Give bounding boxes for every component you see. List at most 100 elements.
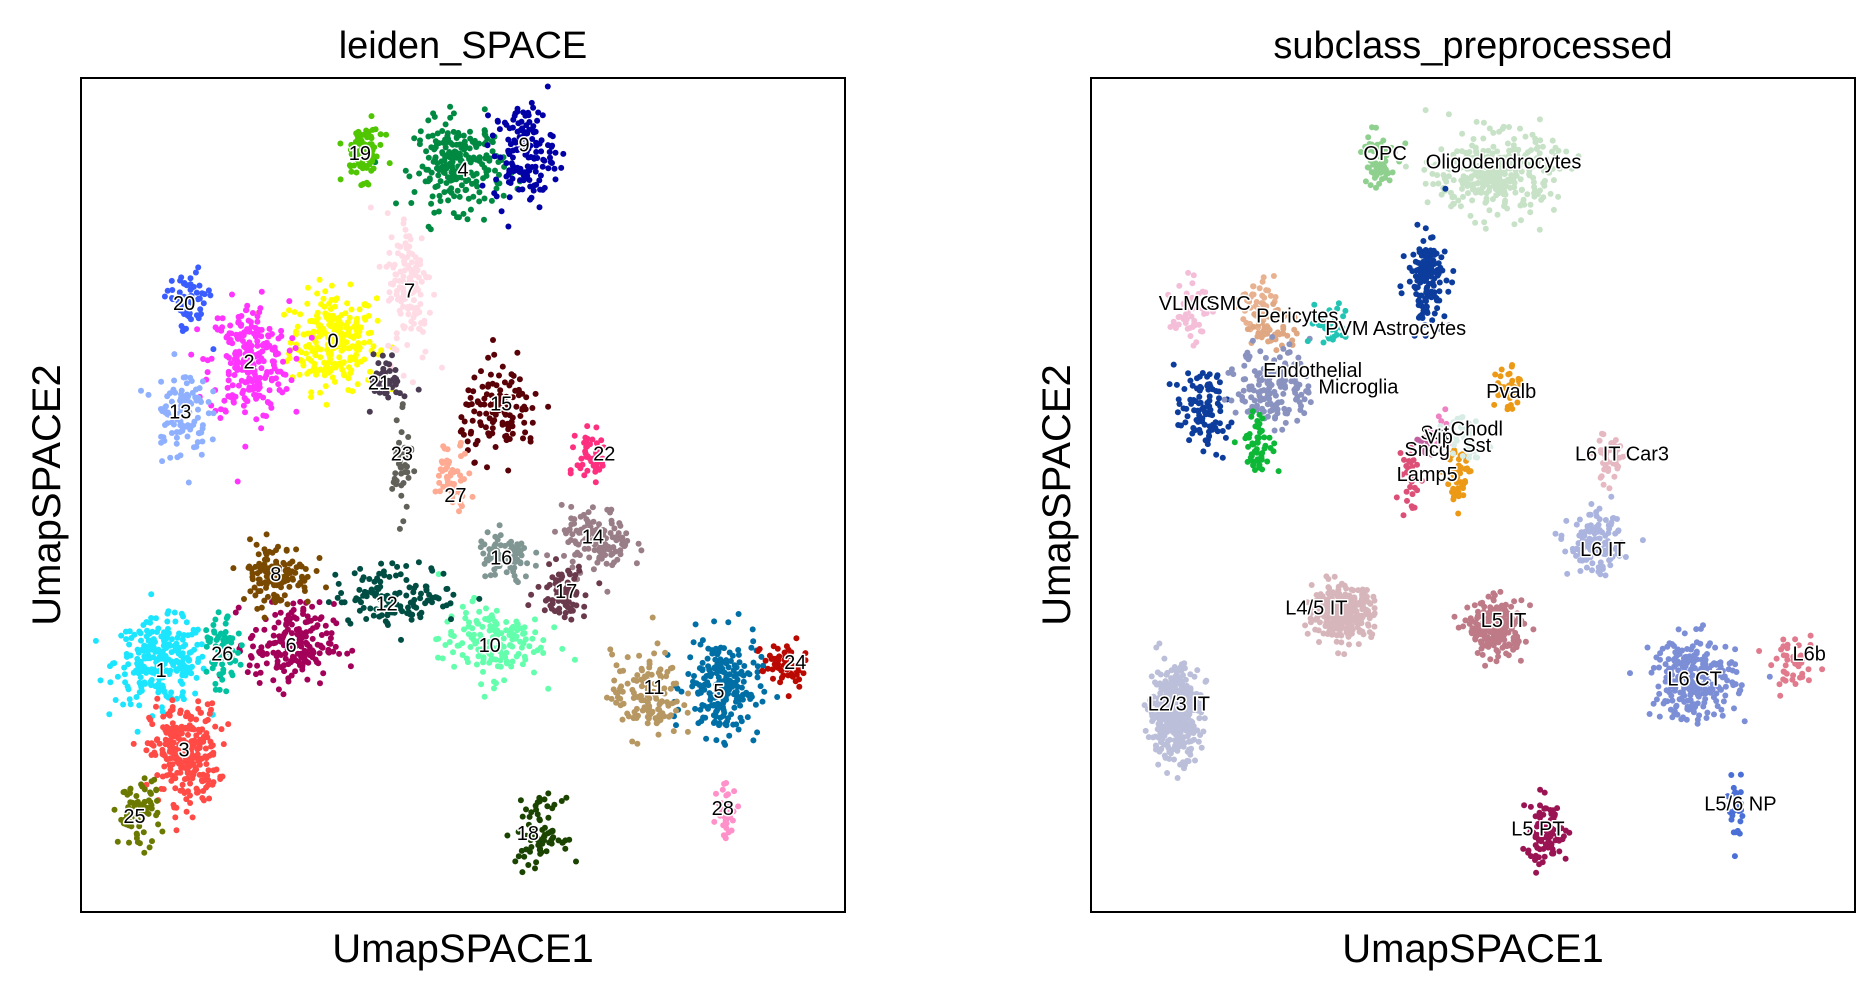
- data-point: [408, 445, 415, 452]
- data-point: [489, 425, 496, 432]
- data-point: [584, 423, 591, 430]
- data-point: [533, 859, 540, 866]
- data-point: [629, 738, 636, 745]
- data-point: [448, 628, 455, 635]
- data-point: [1564, 570, 1571, 577]
- data-point: [1168, 667, 1175, 674]
- data-point: [330, 601, 337, 607]
- data-point: [473, 170, 480, 177]
- data-point: [1175, 743, 1181, 750]
- data-point: [584, 441, 591, 448]
- data-point: [488, 138, 495, 145]
- data-point: [389, 352, 395, 359]
- data-point: [377, 141, 384, 148]
- data-point: [1142, 727, 1149, 734]
- data-point: [733, 695, 740, 702]
- data-point: [144, 805, 151, 811]
- data-point: [376, 263, 383, 270]
- data-point: [430, 158, 437, 165]
- data-point: [512, 559, 519, 565]
- data-point: [351, 570, 358, 577]
- data-point: [536, 204, 543, 211]
- data-point: [176, 289, 183, 296]
- data-point: [180, 643, 187, 650]
- data-point: [191, 418, 198, 425]
- data-point: [497, 532, 504, 539]
- data-point: [529, 419, 536, 426]
- data-point: [535, 836, 542, 842]
- data-point: [521, 419, 528, 426]
- data-point: [247, 356, 254, 363]
- data-point: [434, 183, 441, 189]
- data-point: [183, 325, 189, 332]
- data-point: [389, 560, 396, 567]
- data-point: [301, 588, 308, 594]
- data-point: [500, 635, 507, 642]
- data-point: [589, 504, 596, 511]
- data-point: [496, 555, 503, 562]
- data-point: [1497, 633, 1504, 640]
- data-point: [1577, 568, 1584, 574]
- data-point: [593, 424, 600, 431]
- data-point: [232, 609, 239, 616]
- data-point: [500, 192, 507, 199]
- data-point: [1479, 651, 1486, 658]
- data-point: [412, 582, 419, 589]
- data-point: [158, 672, 165, 679]
- data-point: [1517, 657, 1524, 664]
- data-point: [726, 677, 733, 684]
- data-point: [268, 375, 275, 382]
- data-point: [247, 536, 253, 543]
- data-point: [598, 437, 605, 444]
- data-point: [475, 620, 482, 627]
- data-point: [370, 343, 377, 350]
- data-point: [1331, 573, 1338, 580]
- data-point: [744, 714, 751, 721]
- data-point: [270, 677, 277, 684]
- data-point: [269, 549, 276, 556]
- data-point: [446, 639, 453, 645]
- data-point: [775, 657, 782, 664]
- data-point: [1490, 597, 1497, 604]
- data-point: [167, 731, 174, 738]
- data-point: [392, 446, 399, 453]
- data-point: [570, 444, 576, 451]
- data-point: [530, 187, 537, 194]
- data-point: [273, 664, 280, 671]
- data-point: [1152, 742, 1159, 749]
- data-point: [192, 764, 199, 771]
- data-point: [288, 609, 295, 616]
- data-point: [527, 142, 534, 149]
- data-point: [224, 384, 231, 391]
- data-point: [392, 367, 399, 373]
- data-point: [582, 434, 589, 441]
- data-point: [351, 162, 357, 169]
- data-point: [488, 643, 494, 650]
- data-point: [496, 126, 503, 133]
- data-point: [489, 419, 496, 426]
- data-point: [304, 598, 311, 605]
- data-point: [553, 556, 559, 563]
- data-point: [467, 206, 474, 213]
- data-point: [163, 645, 170, 651]
- data-point: [721, 685, 728, 692]
- data-point: [513, 626, 520, 632]
- data-point: [568, 585, 575, 592]
- data-point: [417, 595, 424, 602]
- panel-leiden: leiden_SPACE 012345678910111213141516171…: [25, 25, 846, 971]
- data-point: [521, 853, 528, 860]
- data-point: [1171, 756, 1177, 763]
- data-point: [158, 378, 165, 385]
- data-point: [405, 474, 412, 481]
- data-point: [317, 680, 323, 687]
- data-point: [1348, 626, 1355, 633]
- data-point: [199, 795, 206, 801]
- data-point: [1365, 622, 1372, 629]
- data-point: [412, 254, 419, 261]
- data-point: [604, 694, 610, 701]
- data-point: [301, 331, 308, 338]
- data-point: [196, 757, 203, 764]
- data-point: [508, 663, 515, 670]
- data-point: [177, 761, 184, 768]
- data-point: [481, 693, 488, 700]
